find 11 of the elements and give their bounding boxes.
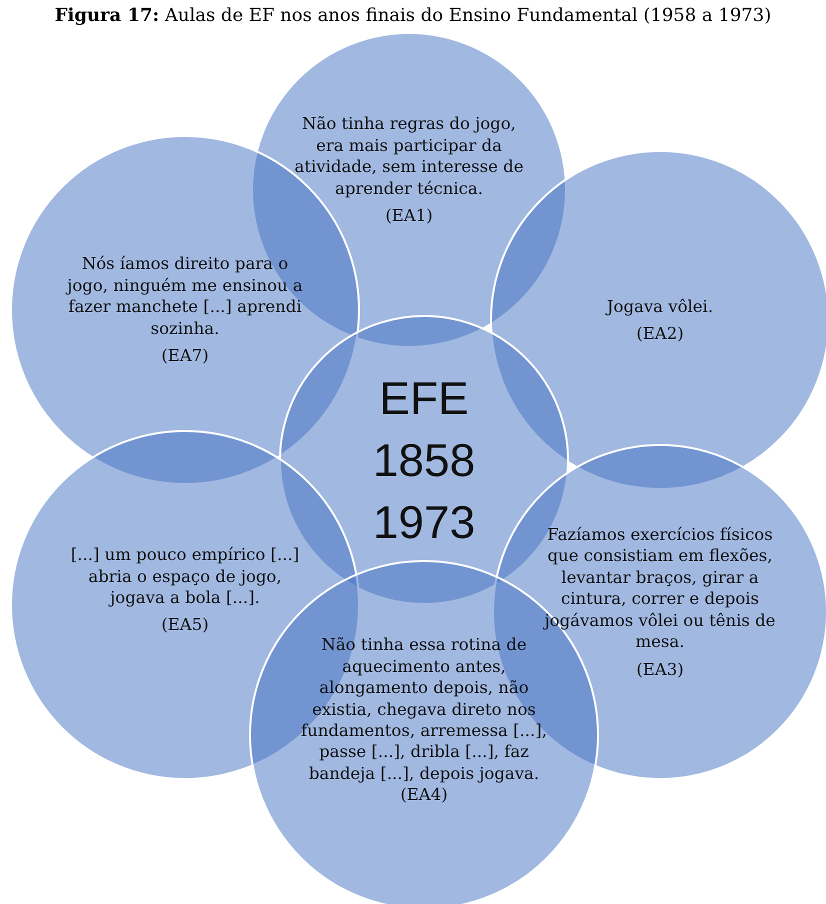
quote-text: Nós íamos direito para o jogo, ninguém me ensinou a fazer manchete [...] aprendi sozinha. [65,253,304,340]
source-code-label: (EA2) [635,323,685,344]
figure-title: Figura 17: Aulas de EF nos anos finais do Ensino Fundamental (1958 a 1973) [54,4,772,28]
quote-text: Jogava vôlei. [604,296,714,317]
source-code-label: (EA7) [160,345,210,367]
source-code-label: (EA3) [635,658,685,680]
quote-text: Não tinha regras do jogo, era mais participar da atividade, sem interesse de aprender técnica. [294,113,524,200]
center-label: EFE 1858 1973 [372,370,476,550]
quote-text: [...] um pouco empírico [...] abria o espaço de jogo, jogava a bola [...]. [70,544,300,608]
source-code-label: (EA1) [384,205,434,227]
source-code-label: (EA5) [160,614,210,636]
